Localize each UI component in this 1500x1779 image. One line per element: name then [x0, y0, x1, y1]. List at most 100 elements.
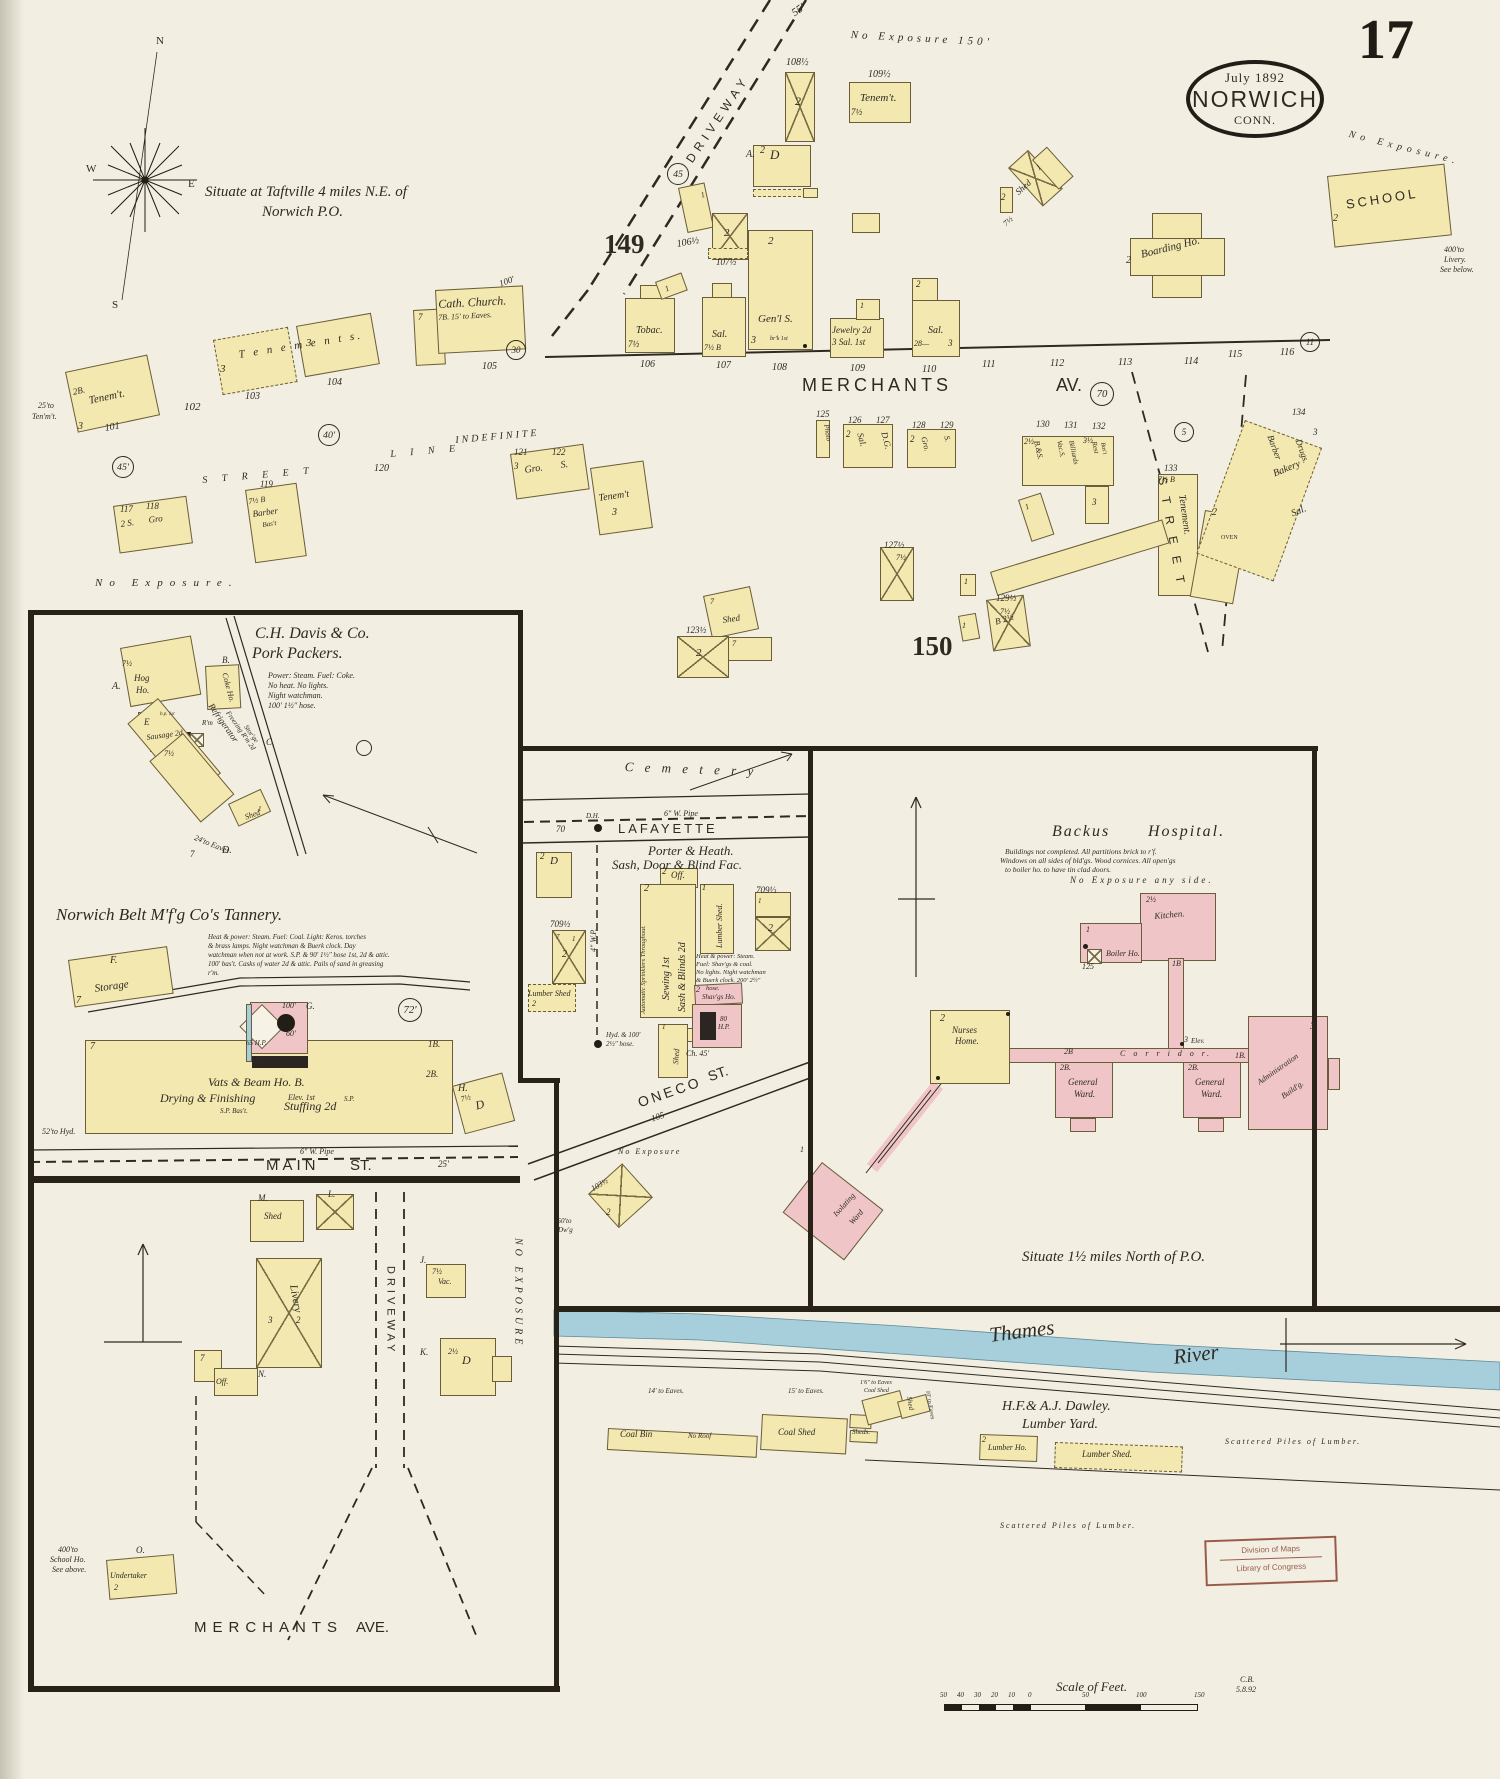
map-label: Ward. [1201, 1089, 1223, 1099]
map-label: Fuel: Shav'gs & coal. [696, 961, 753, 968]
map-label: C.H. Davis & Co. [255, 625, 370, 642]
map-label: 150 [1194, 1691, 1205, 1699]
map-line [521, 836, 811, 844]
map-label: Shav'gs Ho. [702, 993, 736, 1001]
panel-border [518, 1078, 560, 1083]
building [316, 1194, 354, 1230]
map-label: 108½ [786, 57, 809, 68]
map-label: H.P. [718, 1023, 730, 1031]
building [250, 1200, 304, 1242]
map-label: r'm. [208, 969, 220, 977]
map-label: No lights. Night watchman [696, 969, 766, 976]
map-label: 128 [912, 420, 926, 430]
map-line [551, 289, 589, 337]
scale-bar-segment [1141, 1705, 1197, 1710]
railroad-line [553, 1362, 1500, 1428]
building [849, 82, 911, 123]
map-label: No Exposure [618, 1147, 682, 1156]
map-line [689, 753, 793, 791]
map-label: D [770, 147, 780, 162]
map-label: G. [306, 1001, 315, 1011]
map-line [407, 1467, 479, 1641]
map-label: to boiler ho. to have tin clad doors. [1005, 865, 1112, 874]
panel-border [518, 746, 1318, 751]
map-label: 0 [1028, 1691, 1032, 1699]
building [1085, 486, 1109, 524]
map-line [786, 753, 793, 762]
map-line [877, 1079, 945, 1164]
map-label: Livery. [1444, 255, 1466, 264]
map-dot [277, 1014, 295, 1032]
building [700, 884, 734, 954]
map-label: D.H. [586, 812, 600, 820]
building [1328, 1058, 1340, 1090]
map-label: Sheds. [852, 1428, 871, 1436]
map-dot [936, 1076, 940, 1080]
circled-number: 45' [112, 456, 134, 478]
map-label: 129 [940, 420, 954, 430]
map-label: Ho. [136, 685, 150, 695]
map-label: MERCHANTS [194, 1619, 344, 1636]
map-label: 2 [916, 279, 921, 289]
scale-bar-segment [1031, 1705, 1085, 1710]
building [1055, 1062, 1113, 1118]
map-label: Night watchman. [268, 691, 323, 700]
map-label: 2 [562, 949, 567, 960]
map-label: Gen'l S. [758, 313, 793, 325]
map-label: 103 [245, 391, 260, 402]
map-label: Heat & power: Steam. Fuel: Coal. Light: … [208, 933, 366, 941]
map-label: 106 [640, 359, 655, 370]
map-label: Coal Shed [778, 1427, 816, 1437]
map-label: AVE. [356, 1619, 390, 1636]
map-label: 52'to Hyd. [42, 1127, 76, 1136]
map-label: 132 [1092, 421, 1106, 431]
map-label: Sal. [928, 325, 944, 336]
stamp-line-2: Library of Congress [1236, 1561, 1307, 1574]
map-label: 7 [190, 849, 195, 859]
building [1168, 958, 1184, 1052]
map-label: 3 [1310, 1021, 1315, 1031]
map-label: 7½ [628, 339, 640, 349]
map-label: 150 [912, 631, 953, 661]
map-label: General [1195, 1077, 1225, 1087]
circled-number: 5 [1174, 422, 1194, 442]
map-label: 100' bas't. Casks of water 2d & attic. P… [208, 960, 384, 968]
map-label: Sal. [712, 329, 728, 340]
map-label: Stone to 1st [252, 1059, 285, 1067]
map-label: River [1171, 1339, 1220, 1369]
map-label: 7½ [1000, 607, 1010, 616]
panel-border [808, 746, 813, 1311]
map-label: 2B. [426, 1069, 439, 1079]
map-label: 2 [760, 145, 765, 156]
map-label: S.P. [344, 1095, 355, 1103]
building [658, 1024, 688, 1078]
map-line [322, 794, 331, 804]
map-label: 65 H.P. [246, 1039, 267, 1047]
map-label: 2 [768, 923, 773, 934]
map-label: 3 [1184, 1035, 1188, 1044]
map-label: Tobac. [636, 325, 663, 336]
thames-river [553, 1309, 1500, 1391]
map-label: 2 [724, 227, 730, 239]
map-label: No Exposure any side. [1070, 875, 1214, 885]
map-label: 130 [1036, 419, 1050, 429]
map-label: Ten'm't. [32, 412, 57, 421]
map-label: D. [222, 845, 232, 856]
map-label: 107 [716, 360, 731, 371]
building [120, 635, 202, 708]
map-label: ST. [350, 1157, 372, 1174]
building [692, 1004, 742, 1048]
map-label: Lumber Ho. [988, 1443, 1027, 1452]
map-label: 113 [1118, 357, 1133, 368]
map-label: Sash & Blinds 2d [677, 942, 688, 1012]
map-label: 126 [848, 415, 862, 425]
map-label: Scattered Piles of Lumber. [1000, 1521, 1137, 1530]
map-label: Nurses [952, 1025, 978, 1035]
map-label: 7½ [896, 553, 906, 562]
map-label: 1 [662, 1023, 666, 1031]
map-label: 3 [612, 507, 617, 518]
building [246, 1004, 252, 1062]
map-label: 80 [720, 1015, 727, 1023]
